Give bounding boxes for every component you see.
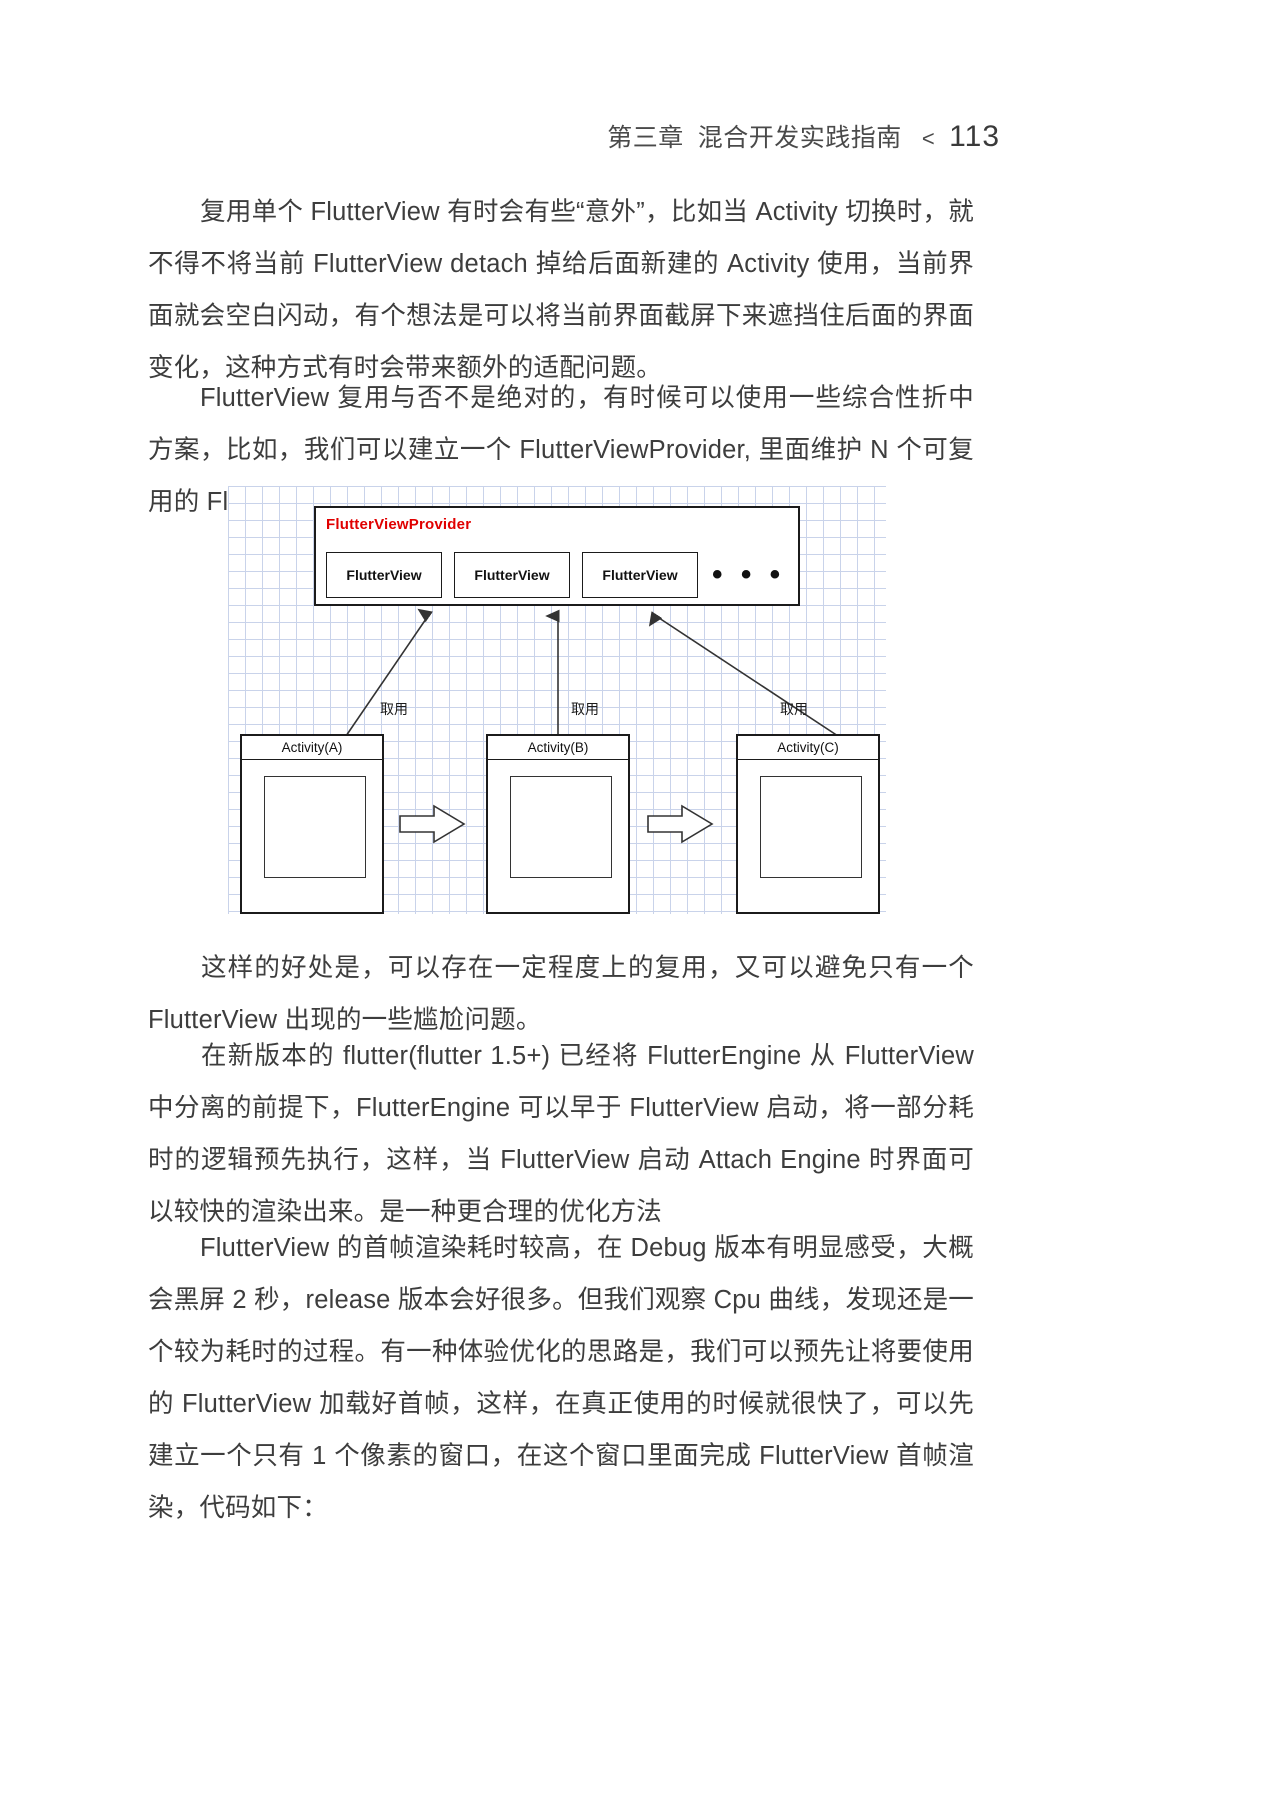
activity-c-title: Activity(C) [738,736,878,760]
flutterview-box-2: FlutterView [454,552,570,598]
paragraph-2-text: FlutterView 复用与否不是绝对的，有时候可以使用一些综合性折中方案，比… [148,384,974,516]
activity-a-title: Activity(A) [242,736,382,760]
activity-b-title: Activity(B) [488,736,628,760]
activity-box-b: Activity(B) [486,734,630,914]
paragraph-2: FlutterView 复用与否不是绝对的，有时候可以使用一些综合性折中方案，比… [148,372,974,528]
activity-box-a: Activity(A) [240,734,384,914]
paragraph-3-text: 这样的好处是，可以存在一定程度上的复用，又可以避免只有一个 FlutterVie… [148,954,974,1034]
flutterview-provider-box: FlutterViewProvider FlutterView FlutterV… [314,506,800,606]
header-chapter-number: 第三章 [607,124,684,152]
header-chapter-title: 混合开发实践指南 [697,124,902,152]
activity-box-c: Activity(C) [736,734,880,914]
flutterview-box-3: FlutterView [582,552,698,598]
flutterview-provider-diagram: FlutterViewProvider FlutterView FlutterV… [228,486,886,914]
activity-b-content [510,776,612,878]
take-label-3: 取用 [780,701,808,717]
ellipsis-icon: • • • [712,558,786,591]
page-number: 113 [949,120,1000,153]
paragraph-1-text: 复用单个 FlutterView 有时会有些“意外”，比如当 Activity … [148,198,974,382]
flutterview-provider-label: FlutterViewProvider [326,516,472,533]
paragraph-4-text: 在新版本的 flutter(flutter 1.5+) 已经将 FlutterE… [148,1042,974,1226]
diagram-connectors [345,608,839,844]
flutterview-box-1: FlutterView [326,552,442,598]
paragraph-5-text: FlutterView 的首帧渲染耗时较高，在 Debug 版本有明显感受，大概… [148,1234,974,1522]
take-label-2: 取用 [571,701,599,717]
paragraph-1: 复用单个 FlutterView 有时会有些“意外”，比如当 Activity … [148,186,974,394]
running-header: 第三章混合开发实践指南 <113 [0,118,1000,154]
paragraph-5: FlutterView 的首帧渲染耗时较高，在 Debug 版本有明显感受，大概… [148,1222,974,1534]
header-arrow-icon: < [921,126,936,151]
paragraph-3: 这样的好处是，可以存在一定程度上的复用，又可以避免只有一个 FlutterVie… [148,942,974,1046]
activity-a-content [264,776,366,878]
paragraph-4: 在新版本的 flutter(flutter 1.5+) 已经将 FlutterE… [148,1030,974,1238]
take-label-1: 取用 [380,701,408,717]
activity-c-content [760,776,862,878]
